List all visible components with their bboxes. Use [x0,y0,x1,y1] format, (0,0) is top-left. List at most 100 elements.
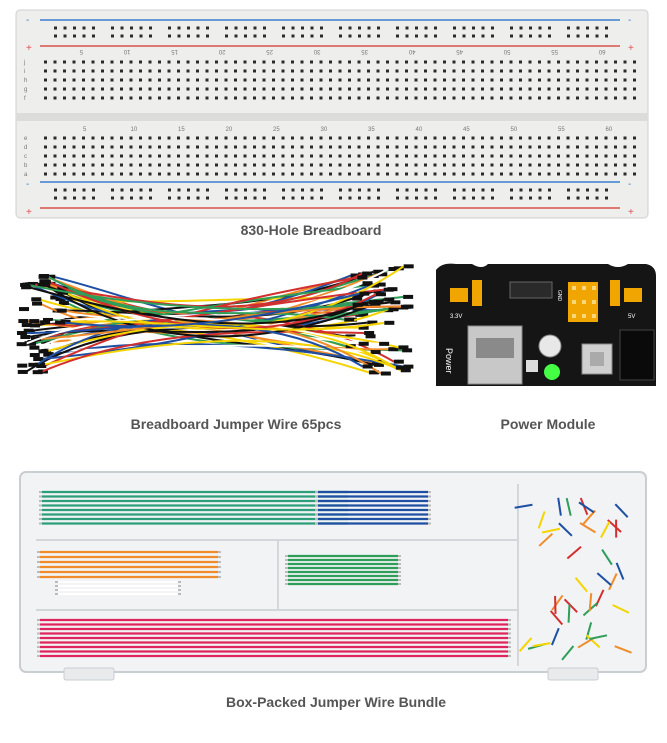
wire-plug [55,320,66,325]
wire-plug [16,342,27,347]
column-number-bottom: 60 [606,127,613,133]
short-wire [565,497,572,516]
wire-plug [29,345,40,350]
wire-plug [379,341,390,346]
wire-plug [38,349,49,354]
row-letter: i [24,69,25,75]
column-number-bottom: 55 [558,127,565,133]
rail-sign-left: - [26,15,29,26]
wire-plug [45,274,56,279]
column-number-top: 5 [79,48,83,54]
jumper-wire [24,316,359,346]
rail-sign-left: + [26,43,32,54]
wire-plug [344,317,355,322]
gnd-label: GND [556,290,562,302]
wire-plug [352,296,363,301]
short-wire [538,532,554,547]
column-number-top: 10 [123,48,130,54]
column-number-bottom: 25 [273,127,280,133]
wire-plug [31,297,42,302]
row-letter: e [24,136,28,142]
short-wire [558,522,573,537]
rail-sign-left: - [26,179,29,190]
wire-plug [29,323,40,328]
short-wire [612,604,630,614]
column-number-bottom: 40 [416,127,423,133]
wire-plug [49,286,60,291]
column-number-top: 40 [408,48,415,54]
wire-plug [403,264,414,269]
jumper-left [450,280,482,306]
short-wire [551,627,560,646]
short-wire [600,521,611,539]
wire-plug [383,287,394,292]
column-number-bottom: 10 [131,127,138,133]
column-number-top: 25 [266,48,273,54]
box-bundle-image [18,470,648,684]
column-number-top: 55 [551,48,558,54]
column-number-bottom: 35 [368,127,375,133]
rail-sign-right: - [628,179,631,190]
jumper-wire-caption: Breadboard Jumper Wire 65pcs [130,416,342,432]
wire-plug [388,347,399,352]
short-wire [518,637,533,652]
short-wire [595,589,605,607]
jumper-wire [62,292,360,328]
wire-plug [400,304,411,309]
row-letter: c [24,154,27,160]
jumper-wire [28,286,370,325]
short-wire [551,594,564,611]
wire-plug [400,368,411,373]
wire-plug [373,289,384,294]
column-number-bottom: 15 [178,127,185,133]
wire-plug [393,266,404,271]
wire-plug [357,275,368,280]
jumper-wire-image [14,236,414,406]
column-number-bottom: 30 [321,127,328,133]
short-wire [549,610,564,626]
wire-plug [38,274,49,279]
short-wire [579,522,596,534]
short-wire [588,593,593,612]
wire-plug [367,320,378,325]
jumper-wire [45,284,385,338]
wire-plug [43,352,54,357]
wire-plug [40,320,51,325]
wire-plug [50,295,61,300]
box-latch-left [63,667,115,681]
short-wire [566,545,582,560]
wire-plug [380,371,391,376]
wire-plug [55,297,66,302]
wire-plug [358,341,369,346]
column-number-bottom: 45 [463,127,470,133]
wire-plug [16,331,27,336]
wire-plug [368,300,379,305]
wire-plug [29,353,40,358]
short-wire [537,511,546,529]
wire-plug [384,320,395,325]
wire-plug [388,267,399,272]
power-module-graphic: Power 3.3V 5V GND [436,263,656,386]
row-letter: a [24,172,28,178]
voltage-label-left: 3.3V [450,314,462,320]
breadboard-labels: 5510101515202025253030353540404545505055… [23,15,634,218]
short-wire [596,572,612,586]
jumper-right [610,280,642,306]
wire-plug [28,362,39,367]
row-letter: g [24,87,27,93]
wire-plug [370,303,381,308]
wire-plug [362,271,373,276]
short-wire [561,645,575,661]
wire-plug [373,269,384,274]
box-wires [37,490,632,661]
wire-plug [353,293,364,298]
wire-plug [365,334,376,339]
rail-sign-right: + [628,207,634,218]
column-number-bottom: 20 [226,127,233,133]
wire-plug [58,301,69,306]
wire-plug [362,364,373,369]
short-wire [563,598,578,613]
row-letter: b [24,163,28,169]
short-wire [567,604,571,623]
wire-plug [362,281,373,286]
